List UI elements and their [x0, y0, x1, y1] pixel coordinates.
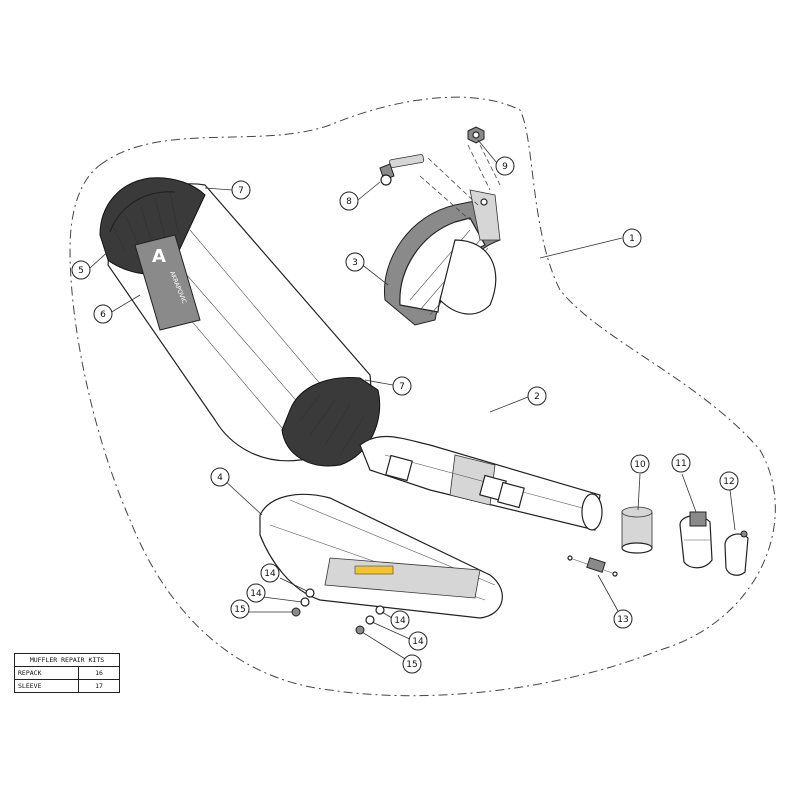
callout-2: 2	[527, 386, 547, 406]
muffler: A AKRAPOVIC	[99, 177, 603, 531]
fasteners	[291, 588, 385, 635]
svg-text:9: 9	[502, 162, 508, 172]
svg-text:7: 7	[399, 382, 405, 392]
callout-14b: 14	[246, 583, 266, 603]
svg-text:4: 4	[217, 473, 223, 483]
svg-text:15: 15	[406, 660, 417, 670]
svg-text:13: 13	[617, 615, 628, 625]
callout-11: 11	[671, 453, 691, 473]
svg-text:5: 5	[78, 266, 84, 276]
svg-text:12: 12	[723, 477, 734, 487]
svg-text:2: 2	[534, 392, 540, 402]
callout-13: 13	[613, 609, 633, 629]
callout-3: 3	[345, 252, 365, 272]
svg-text:14: 14	[394, 616, 406, 626]
kit-part-number: 17	[78, 679, 120, 693]
svg-text:6: 6	[100, 310, 106, 320]
callout-10: 10	[630, 454, 650, 474]
table-row: SLEEVE 17	[14, 679, 120, 693]
bolt	[379, 154, 425, 186]
callout-8: 8	[339, 191, 359, 211]
svg-text:14: 14	[264, 569, 276, 579]
assembly-boundary	[69, 96, 776, 697]
leader-lines	[89, 139, 736, 663]
nut	[467, 126, 485, 144]
svg-text:14: 14	[250, 589, 262, 599]
callout-7a: 7	[231, 180, 251, 200]
table-row: REPACK 16	[14, 666, 120, 680]
spring	[567, 555, 618, 577]
callout-15a: 15	[230, 599, 250, 619]
callout-12: 12	[719, 471, 739, 491]
callout-14a: 14	[260, 563, 280, 583]
callout-14c: 14	[390, 610, 410, 630]
svg-text:15: 15	[234, 605, 245, 615]
callout-9: 9	[495, 156, 515, 176]
hanger-bracket	[383, 189, 501, 326]
svg-text:3: 3	[352, 258, 358, 268]
kit-label: REPACK	[14, 666, 79, 680]
spring-clip	[724, 530, 749, 576]
callout-4: 4	[210, 467, 230, 487]
callout-15b: 15	[402, 654, 422, 674]
svg-text:A: A	[152, 246, 166, 267]
svg-text:1: 1	[629, 234, 635, 244]
callout-1: 1	[622, 228, 642, 248]
clamp	[679, 511, 713, 569]
svg-text:11: 11	[675, 459, 686, 469]
callout-5: 5	[71, 260, 91, 280]
heat-shield	[259, 493, 503, 619]
sleeve	[621, 506, 653, 554]
kit-part-number: 16	[78, 666, 120, 680]
repair-kits-table: MUFFLER REPAIR KITS REPACK 16 SLEEVE 17	[14, 653, 120, 693]
kit-label: SLEEVE	[14, 679, 79, 693]
svg-text:14: 14	[412, 637, 424, 647]
callout-14d: 14	[408, 631, 428, 651]
svg-text:8: 8	[346, 197, 352, 207]
svg-text:7: 7	[238, 186, 244, 196]
callouts: 1 2 3 4 5 6 7 7 8 9 10 11 12 13 14 14 14…	[71, 156, 739, 674]
callout-6: 6	[93, 304, 113, 324]
repair-kits-title: MUFFLER REPAIR KITS	[14, 653, 120, 667]
svg-text:10: 10	[634, 460, 646, 470]
callout-7b: 7	[392, 376, 412, 396]
